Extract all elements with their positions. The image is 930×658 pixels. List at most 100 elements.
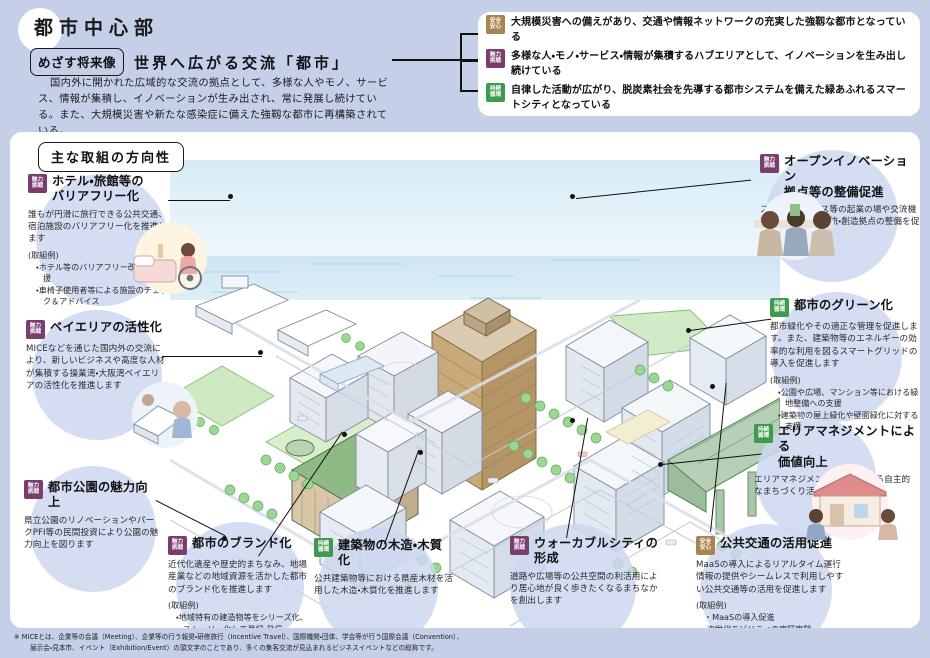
badge-line-2: 挑戦 bbox=[489, 57, 502, 64]
vision-row: めざす将来像 世界へ広がる交流「都市」 bbox=[30, 48, 350, 76]
badge-line-2: 挑戦 bbox=[27, 488, 40, 495]
vision-body-text: 国内外に開かれた広域的な交流の拠点として、多様な人やモノ、サービス、情報が集積し… bbox=[38, 77, 389, 137]
open-innovation-vignette-icon bbox=[754, 192, 835, 260]
footnote-line-1: ※ MICEとは、企業等の会議（Meeting）、企業等の行う報奨・研修旅行（I… bbox=[14, 633, 464, 641]
callout-hotel-barrier-free: 魅力 挑戦 ホテル・旅館等のバリアフリー化 誰もが円滑に旅行できる公共交通、宿泊… bbox=[28, 174, 174, 308]
callout-head: 持続 循環 都市のグリーン化 bbox=[770, 298, 920, 317]
callout-example-list: ・公園や広場、マンション等における緑地整備への支援 ・建築物の屋上緑化や壁面緑化… bbox=[770, 387, 920, 433]
blob-decoration bbox=[30, 466, 156, 592]
badge-line-1: 魅力 bbox=[29, 322, 42, 329]
callout-bay-area: 魅力 挑戦 ベイエリアの活性化 MICEなどを通じた国内外の交流により、新しいビ… bbox=[26, 320, 166, 393]
blob-decoration bbox=[318, 528, 438, 628]
callout-example-item: ・MaaSの導入促進 bbox=[704, 612, 775, 623]
vision-tag-label: めざす将来像 bbox=[30, 48, 125, 76]
badge-line-2: 循環 bbox=[489, 91, 502, 98]
leader-dot bbox=[258, 350, 263, 355]
category-badge-sustain: 持続 循環 bbox=[486, 83, 505, 102]
callout-head: 魅力 挑戦 ホテル・旅館等のバリアフリー化 bbox=[28, 174, 174, 205]
leader-dot bbox=[658, 462, 663, 467]
future-state-item: 安全 安心 大規模災害への備えがあり、交通や情報ネットワークの充実した強靱な都市… bbox=[486, 15, 910, 45]
callout-head: 魅力 挑戦 ベイエリアの活性化 bbox=[26, 320, 166, 339]
category-badge-charm: 魅力 挑戦 bbox=[24, 480, 43, 499]
badge-line-2: 循環 bbox=[317, 546, 330, 553]
callout-example-item: ・公園や広場、マンション等における緑地整備への支援 bbox=[778, 386, 919, 409]
area-management-vignette-icon bbox=[806, 464, 898, 540]
callout-body: 道路や広場等の公共空間の利活用により居心地が良く歩きたくなるまちなかを創出します bbox=[510, 571, 658, 607]
callout-body: MICEなどを通じた国内外の交流により、新しいビジネスや高度な人材が集積する操業… bbox=[26, 344, 165, 392]
callout-body: 公共建築物等における県産木材を活用した木造・木質化を推進します bbox=[314, 573, 454, 596]
badge-line-2: 挑戦 bbox=[513, 544, 526, 551]
blob-decoration bbox=[510, 524, 636, 628]
future-state-item: 持続 循環 自律した活動が広がり、脱炭素社会を先導する都市システムを備えた緑あふ… bbox=[486, 83, 910, 113]
callout-wooden-buildings: 持続 循環 建築物の木造・木質化 公共建築物等における県産木材を活用した木造・木… bbox=[314, 538, 454, 597]
callout-title: ホテル・旅館等のバリアフリー化 bbox=[52, 174, 144, 204]
leader-dot bbox=[342, 432, 347, 437]
badge-line-2: 挑戦 bbox=[29, 328, 42, 335]
future-state-item: 魅力 挑戦 多様な人・モノ・サービス・情報が集積するハブエリアとして、イノベーシ… bbox=[486, 49, 910, 79]
category-badge-charm: 魅力 挑戦 bbox=[168, 536, 187, 555]
callout-example-item: ・ホテル等のバリアフリー改修への支援 bbox=[36, 261, 169, 284]
callout-example-list: ・地域特有の建造物等をシリーズ化、ストーリー化して登録・発信 bbox=[168, 612, 310, 628]
future-bracket-line-3 bbox=[460, 90, 478, 92]
callout-head: 魅力 挑戦 都市のブランド化 bbox=[168, 536, 310, 555]
leader-dot bbox=[570, 418, 575, 423]
category-badge-charm: 魅力 挑戦 bbox=[26, 320, 45, 339]
callout-body: 誰もが円滑に旅行できる公共交通、宿泊施設のバリアフリー化を推進します bbox=[28, 209, 168, 245]
main-content-panel: 主な取組の方向性 bbox=[10, 132, 920, 628]
leader-dot bbox=[570, 194, 575, 199]
future-bracket-line-1 bbox=[460, 33, 478, 35]
category-badge-sustain: 持続 循環 bbox=[314, 538, 333, 557]
callout-public-transport: 安全 安心 公共交通の活用促進 MaaSの導入によるリアルタイム運行情報の提供や… bbox=[696, 536, 848, 628]
callout-example-item: ・次世代モビリティの実証実験 bbox=[704, 624, 848, 628]
callout-example-list: ・MaaSの導入促進 ・次世代モビリティの実証実験 bbox=[696, 612, 848, 628]
badge-line-1: 魅力 bbox=[763, 156, 776, 163]
callout-title: オープンイノベーション拠点等の整備促進 bbox=[784, 154, 908, 199]
badge-line-2: 挑戦 bbox=[763, 162, 776, 169]
blob-decoration bbox=[700, 524, 832, 628]
category-badge-safety: 安全 安心 bbox=[486, 15, 505, 34]
leader-line bbox=[168, 200, 230, 202]
badge-line-1: 魅力 bbox=[489, 51, 502, 58]
badge-line-1: 持続 bbox=[317, 540, 330, 547]
callout-example-item: ・地域特有の建造物等をシリーズ化、ストーリー化して登録・発信 bbox=[176, 612, 308, 628]
badge-line-2: 循環 bbox=[757, 432, 770, 439]
callout-head: 持続 循環 エリアマネジメントによる価値向上 bbox=[754, 424, 916, 470]
callout-example-list: ・ホテル等のバリアフリー改修への支援 ・車椅子使用者等による施設のチェック＆アド… bbox=[28, 262, 174, 308]
badge-line-2: 挑戦 bbox=[171, 544, 184, 551]
callout-head: 安全 安心 公共交通の活用促進 bbox=[696, 536, 848, 555]
page-title: 都市中心部 bbox=[34, 17, 160, 39]
badge-line-1: 魅力 bbox=[31, 176, 44, 183]
callout-walkable-city: 魅力 挑戦 ウォーカブルシティの形成 道路や広場等の公共空間の利活用により居心地… bbox=[510, 536, 662, 608]
vision-headline: 世界へ広がる交流「都市」 bbox=[134, 53, 351, 72]
leader-dot bbox=[686, 328, 691, 333]
callout-title: 建築物の木造・木質化 bbox=[338, 538, 443, 568]
city-illustration bbox=[170, 160, 780, 628]
callout-body: 県立公園のリノベーションやパークPFI等の民間投資により公園の魅力向上を図ります bbox=[24, 515, 159, 551]
badge-line-1: 持続 bbox=[489, 85, 502, 92]
callout-title: エリアマネジメントによる価値向上 bbox=[778, 424, 916, 469]
badge-line-1: 持続 bbox=[757, 426, 770, 433]
callout-title: 都市のブランド化 bbox=[192, 536, 292, 550]
callout-title: 公共交通の活用促進 bbox=[720, 536, 833, 550]
leader-dot bbox=[228, 194, 233, 199]
callout-head: 持続 循環 建築物の木造・木質化 bbox=[314, 538, 454, 569]
footnote-line-2: 展示会・見本市、イベント（Exhibition/Event）の頭文字のことであり… bbox=[30, 643, 438, 652]
leader-dot bbox=[418, 450, 423, 455]
wheelchair-vignette-icon bbox=[133, 222, 207, 294]
blob-decoration bbox=[176, 522, 304, 628]
callout-body: MaaSの導入によるリアルタイム運行情報の提供やシームレスで利用しやすい公共交通… bbox=[696, 560, 844, 595]
callout-title: 都市のグリーン化 bbox=[794, 298, 894, 312]
badge-line-2: 安心 bbox=[699, 544, 712, 551]
callout-title: ウォーカブルシティの形成 bbox=[534, 536, 659, 566]
callout-head: 魅力 挑戦 オープンイノベーション拠点等の整備促進 bbox=[760, 154, 920, 200]
future-state-text: 多様な人・モノ・サービス・情報が集積するハブエリアとして、イノベーションを生み出… bbox=[511, 51, 907, 77]
callout-example-item: ・建築物の屋上緑化や壁面緑化に対する支援 bbox=[778, 409, 919, 432]
badge-line-1: 魅力 bbox=[513, 538, 526, 545]
badge-line-1: 魅力 bbox=[171, 538, 184, 545]
category-badge-charm: 魅力 挑戦 bbox=[760, 154, 779, 173]
callout-urban-park: 魅力 挑戦 都市公園の魅力向上 県立公園のリノベーションやパークPFI等の民間投… bbox=[24, 480, 160, 552]
vision-connector-line bbox=[392, 59, 480, 61]
bay-area-vignette-icon bbox=[132, 382, 198, 448]
badge-line-1: 安全 bbox=[489, 17, 502, 24]
